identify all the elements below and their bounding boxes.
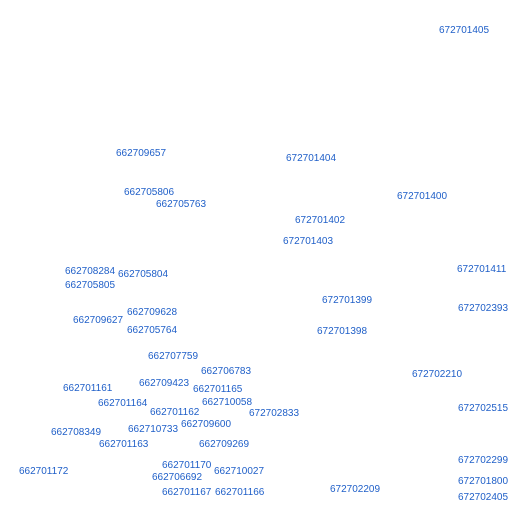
node-label[interactable]: 672701398 [317,326,368,337]
node-label[interactable]: 662701163 [99,439,149,450]
node-label[interactable]: 672702405 [458,492,509,503]
node-label[interactable]: 662701167 [162,487,212,498]
node-label[interactable]: 662701165 [193,384,243,395]
node-label[interactable]: 662709600 [181,419,232,430]
node-label[interactable]: 662710733 [128,424,179,435]
node-label[interactable]: 672702393 [458,303,509,314]
node-label[interactable]: 662701170 [162,460,212,471]
node-label[interactable]: 662705805 [65,280,116,291]
node-label[interactable]: 672702299 [458,455,509,466]
node-label[interactable]: 662701172 [19,466,69,477]
node-label[interactable]: 662706692 [152,472,203,483]
node-label[interactable]: 662709657 [116,148,167,159]
node-label[interactable]: 662708284 [65,266,116,277]
node-label[interactable]: 662705764 [127,325,178,336]
node-label[interactable]: 662709423 [139,378,190,389]
node-label[interactable]: 662709269 [199,439,250,450]
node-label[interactable]: 672702833 [249,408,300,419]
node-label[interactable]: 672702209 [330,484,381,495]
node-label[interactable]: 662709627 [73,315,124,326]
node-label[interactable]: 672701403 [283,236,334,247]
node-label[interactable]: 672701399 [322,295,373,306]
node-label[interactable]: 662705763 [156,199,207,210]
node-label[interactable]: 662709628 [127,307,178,318]
node-label[interactable]: 672702210 [412,369,463,380]
node-label[interactable]: 662701161 [63,383,113,394]
node-label[interactable]: 662701166 [215,487,265,498]
node-label[interactable]: 662701164 [98,398,148,409]
node-label[interactable]: 662710058 [202,397,253,408]
node-label[interactable]: 662706783 [201,366,252,377]
node-label[interactable]: 662707759 [148,351,199,362]
node-label[interactable]: 662705804 [118,269,169,280]
node-label[interactable]: 672701400 [397,191,448,202]
node-label[interactable]: 672701404 [286,153,337,164]
node-label[interactable]: 672701405 [439,25,490,36]
node-label[interactable]: 662701162 [150,407,200,418]
node-label[interactable]: 662705806 [124,187,175,198]
node-label[interactable]: 672701411 [457,264,507,275]
node-label[interactable]: 672701800 [458,476,509,487]
node-label[interactable]: 672702515 [458,403,509,414]
node-label[interactable]: 662710027 [214,466,265,477]
node-label[interactable]: 662708349 [51,427,102,438]
node-label[interactable]: 672701402 [295,215,346,226]
